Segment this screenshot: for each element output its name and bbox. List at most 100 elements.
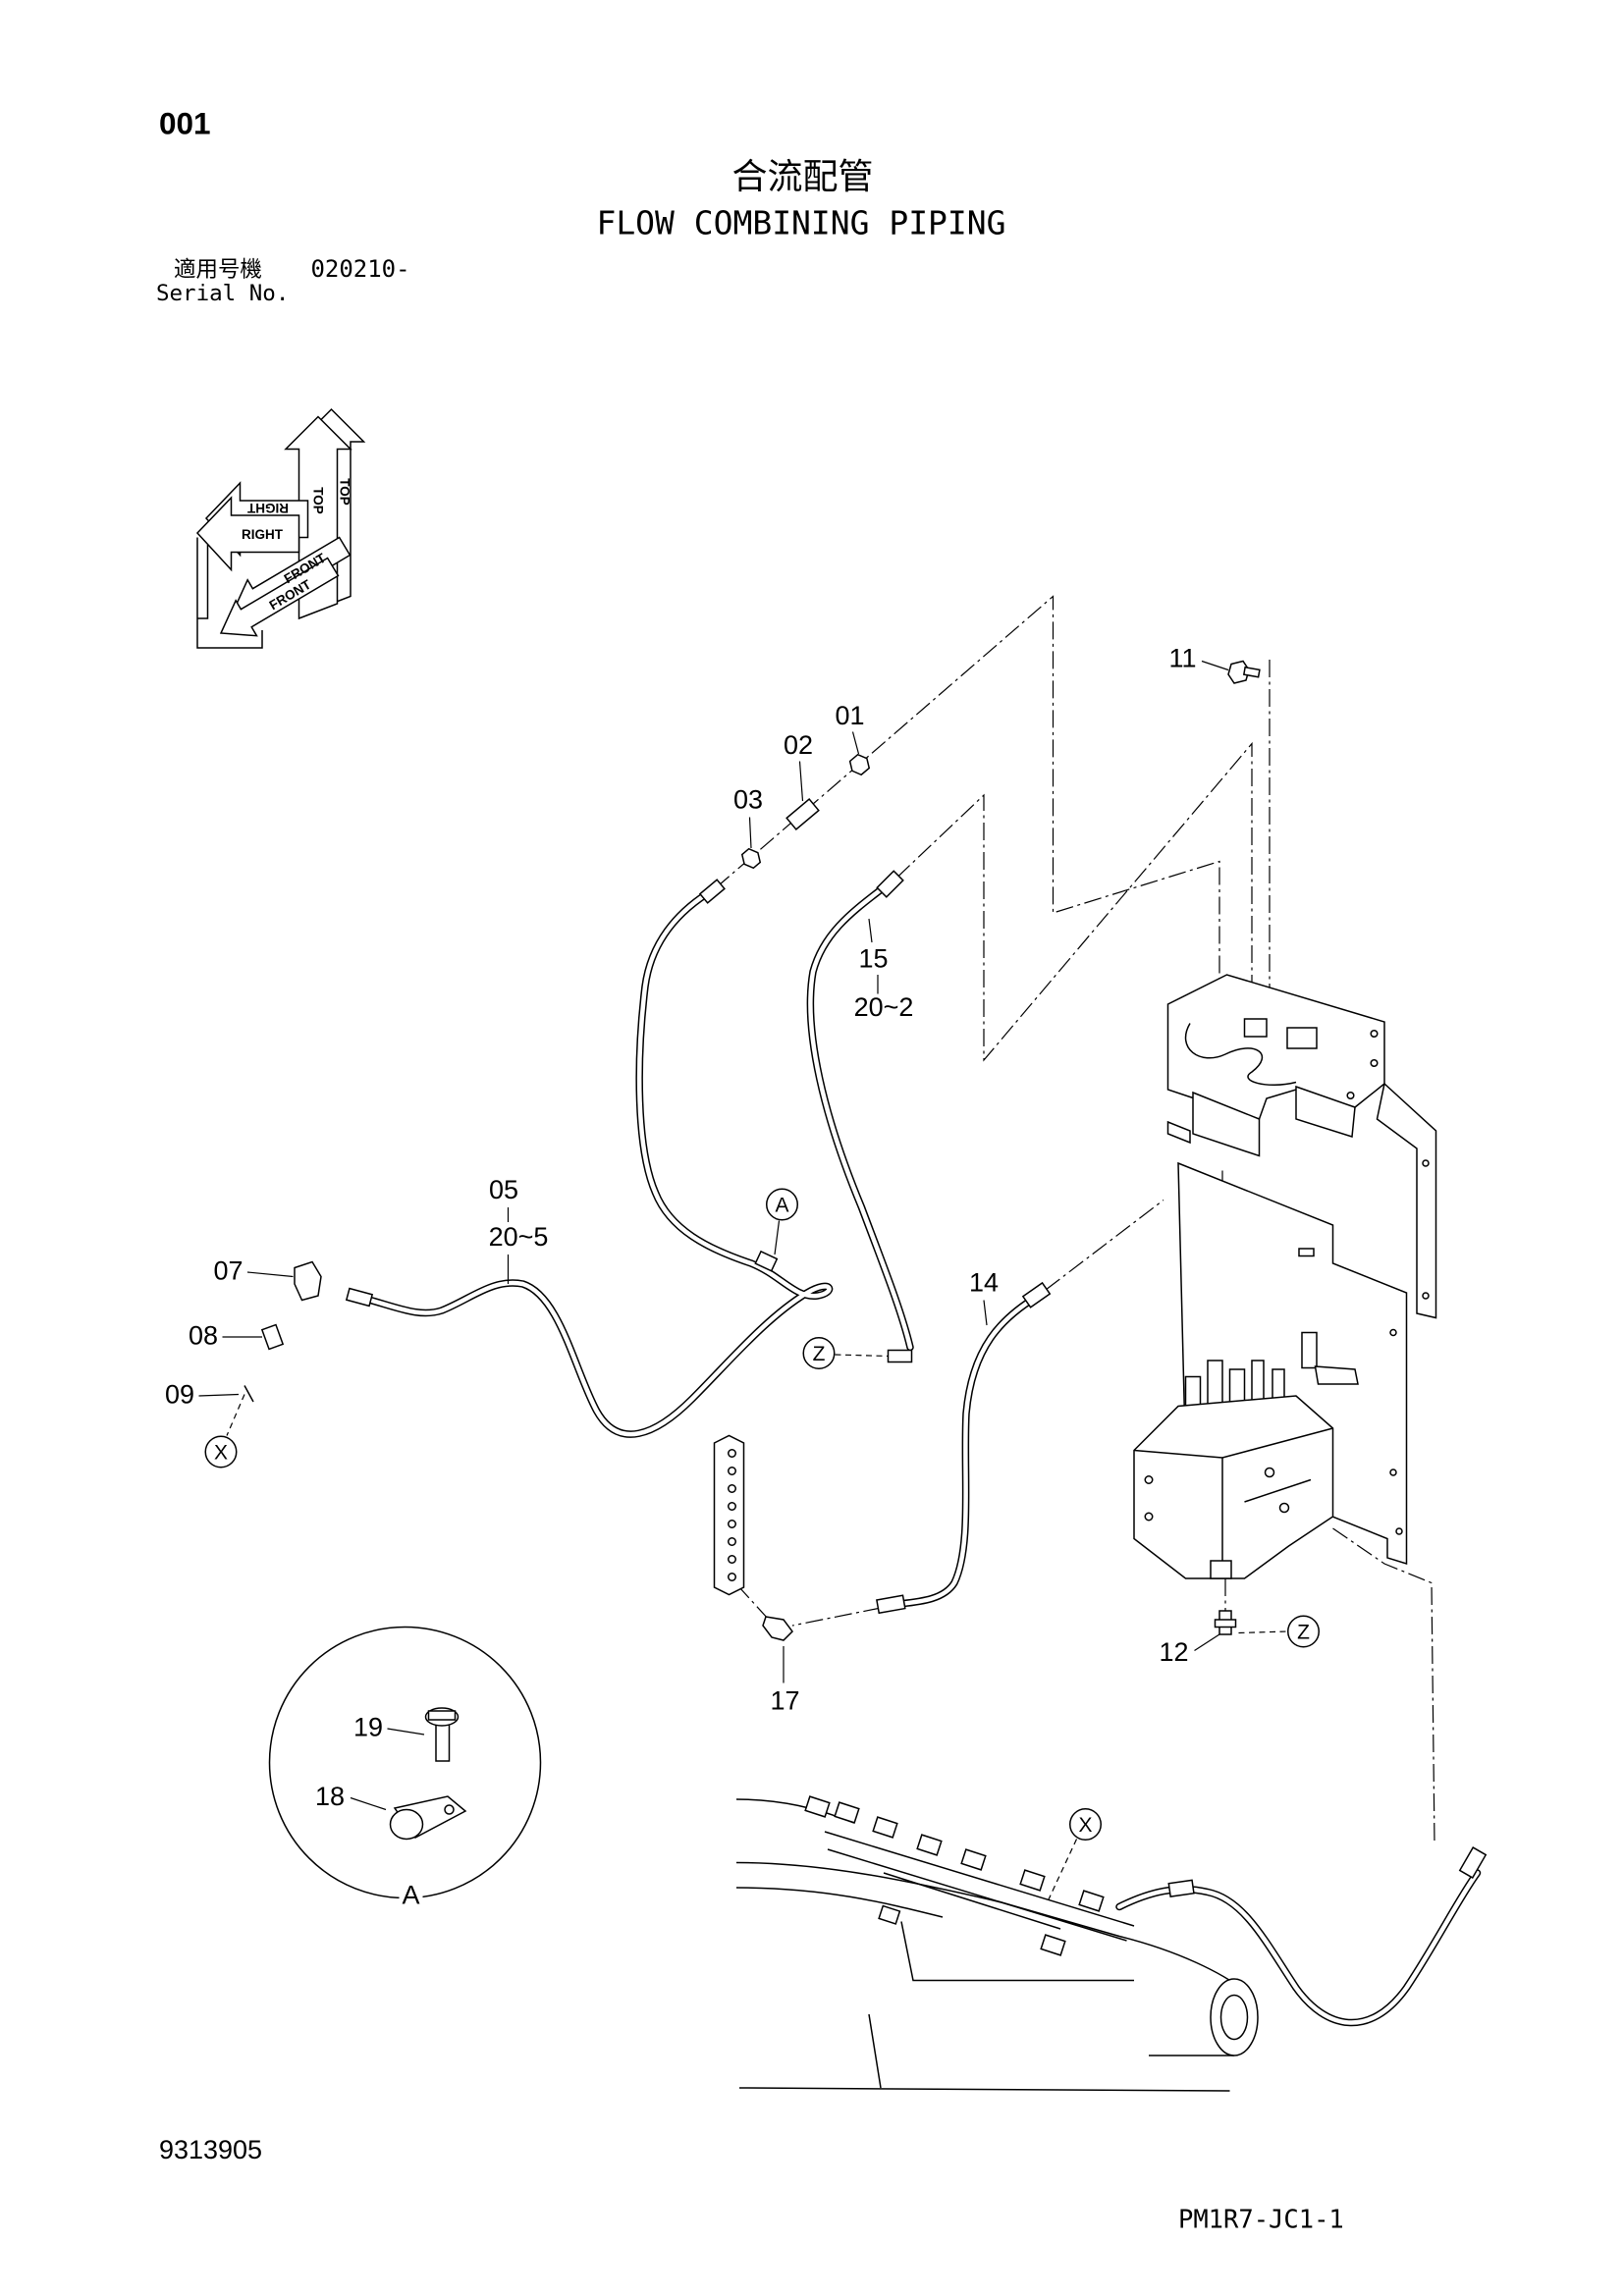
detail-circle <box>268 1626 542 1899</box>
valve-bolt <box>1264 1467 1275 1478</box>
leader-11 <box>1201 660 1229 671</box>
part-08-plug <box>260 1323 285 1351</box>
boom-hose-end-fitting <box>1458 1846 1488 1879</box>
right-arrow <box>195 496 300 572</box>
centerline-01 <box>715 595 1220 1017</box>
side-bracket <box>1376 1082 1437 1319</box>
hose-14-fitting-lower <box>876 1594 906 1615</box>
page-footer: 9313905 PM1R7-JC1-1 <box>159 2135 1344 2234</box>
leader-view-x-boom <box>1048 1839 1078 1900</box>
centerline-14-top <box>1045 1200 1164 1291</box>
valve-bolt <box>1144 1512 1154 1522</box>
valve-bottom-port <box>1210 1560 1232 1579</box>
leader-15 <box>868 918 873 943</box>
callout-07: 07 <box>213 1256 243 1286</box>
valve-bolt <box>1144 1475 1154 1485</box>
leader-view-x-left <box>226 1394 245 1436</box>
callout-09: 09 <box>165 1380 194 1410</box>
svg-text:X: X <box>1078 1814 1092 1837</box>
part-17-elbow <box>762 1616 793 1641</box>
hose-14-fitting-upper <box>1021 1281 1052 1308</box>
callout-05-qty: 20~5 <box>489 1222 549 1252</box>
centerline-17 <box>738 1586 770 1621</box>
centerline-14-bottom <box>791 1607 882 1627</box>
valve-port <box>1301 1331 1318 1369</box>
boom-clamp <box>804 1795 831 1818</box>
orientation-base <box>196 537 263 649</box>
title-japanese: 合流配管 <box>732 157 874 197</box>
plate-hole <box>1389 1468 1397 1476</box>
leader-view-a <box>774 1220 781 1255</box>
callout-14: 14 <box>969 1268 999 1298</box>
view-marker-x-left: X <box>204 1435 238 1468</box>
valve-elbow <box>1314 1365 1359 1385</box>
hose-15-fitting-upper <box>876 870 904 898</box>
view-marker-z-right: Z <box>1286 1615 1320 1648</box>
view-marker-z-left: Z <box>802 1337 836 1370</box>
callout-15-qty: 20~2 <box>854 992 914 1022</box>
callout-02: 02 <box>784 730 813 760</box>
callouts: 11 01 02 03 15 20~2 05 20~5 07 08 09 14 … <box>165 644 1197 1811</box>
boom-panel-lines <box>868 1921 1234 2089</box>
callout-18: 18 <box>315 1782 345 1811</box>
detail-label: A <box>402 1881 419 1910</box>
hose-15-fitting-lower <box>887 1349 913 1363</box>
serial-label-english: Serial No. <box>156 281 289 306</box>
control-valve-block <box>1133 1395 1334 1579</box>
leader-19 <box>387 1728 425 1735</box>
leader-14 <box>983 1300 988 1326</box>
part-19-bolt <box>424 1707 460 1762</box>
leader-03 <box>748 817 752 849</box>
leader-02 <box>798 761 804 802</box>
right-label-mirrored: RIGHT <box>246 501 289 515</box>
boom-clamp <box>1078 1890 1105 1912</box>
leader-18 <box>350 1796 387 1811</box>
part-01-connector <box>848 753 871 776</box>
plate-slot <box>1298 1248 1315 1257</box>
sub-bracket-right <box>1295 1085 1356 1138</box>
view-marker-a: A <box>765 1188 798 1221</box>
bracket-hole <box>1346 1091 1355 1100</box>
hose-05-fitting-upper <box>698 879 726 904</box>
view-marker-x-boom: X <box>1068 1808 1102 1842</box>
centerline-boom <box>1332 1527 1435 1844</box>
leader-lines <box>198 660 1288 1900</box>
leader-09 <box>198 1393 240 1397</box>
routing-centerlines <box>715 595 1435 1844</box>
serial-from: 020210- <box>310 255 409 283</box>
boom-clamp <box>878 1904 901 1925</box>
top-label-back: TOP <box>337 478 352 505</box>
boom-foot-pin-bore <box>1219 1994 1249 2041</box>
bracket-block <box>1243 1018 1268 1038</box>
orientation-icon: TOP TOP RIGHT RIGHT FRONT FRONT <box>195 407 366 649</box>
bracket-tab <box>1166 1120 1191 1145</box>
boom-clamp <box>960 1848 987 1871</box>
boom-clamp <box>872 1816 898 1839</box>
part-11-bolt <box>1227 660 1261 684</box>
part-02-coupling <box>785 798 820 830</box>
right-label: RIGHT <box>242 527 284 542</box>
bracket-hole <box>1370 1029 1379 1039</box>
leader-01 <box>851 731 860 755</box>
front-arrow <box>219 557 340 637</box>
manifold-block <box>713 1434 745 1596</box>
hose-05 <box>345 879 834 1438</box>
part-18-clamp <box>389 1795 467 1841</box>
boom-clamp <box>1040 1934 1066 1956</box>
part-07-elbow <box>294 1260 322 1302</box>
part-09-o-ring <box>244 1385 254 1403</box>
page-number: 001 <box>159 106 211 141</box>
boom-clamp <box>834 1801 860 1824</box>
callout-19: 19 <box>353 1713 383 1742</box>
svg-text:Z: Z <box>813 1343 826 1365</box>
detail-label-mask <box>399 1883 423 1906</box>
hose-15 <box>806 870 914 1363</box>
leader-view-z-right <box>1238 1630 1288 1634</box>
part-03-nut <box>740 847 762 870</box>
boom-inner-edge <box>735 1887 944 1918</box>
sub-bracket-left <box>1192 1091 1261 1157</box>
leader-view-z-left <box>835 1354 889 1358</box>
centerline-15 <box>896 741 1253 1062</box>
svg-text:Z: Z <box>1297 1622 1310 1644</box>
